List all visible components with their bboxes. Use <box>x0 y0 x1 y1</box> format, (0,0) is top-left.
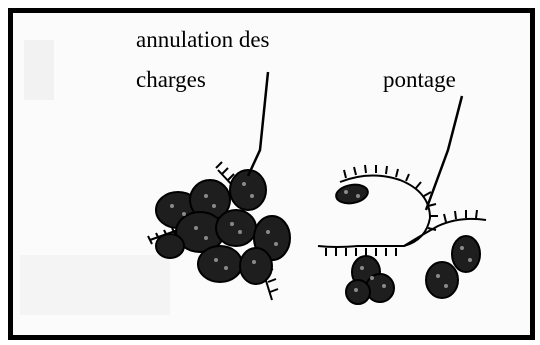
particle <box>216 210 256 246</box>
particle <box>426 262 458 298</box>
particle <box>156 234 184 258</box>
particle <box>240 248 272 284</box>
particle-group <box>156 170 290 284</box>
pontage-label: pontage <box>383 68 456 91</box>
pontage-leader-line <box>426 96 462 210</box>
polymer-bridging-cluster <box>318 165 486 304</box>
particle <box>335 182 370 205</box>
annulation-leader-line <box>248 72 268 176</box>
particle <box>198 246 242 282</box>
particle <box>346 280 370 304</box>
annulation-label-line2: charges <box>136 68 206 91</box>
particle <box>452 236 480 272</box>
annulation-label-line1: annulation des <box>136 28 270 51</box>
charge-neutralization-cluster <box>148 162 290 300</box>
